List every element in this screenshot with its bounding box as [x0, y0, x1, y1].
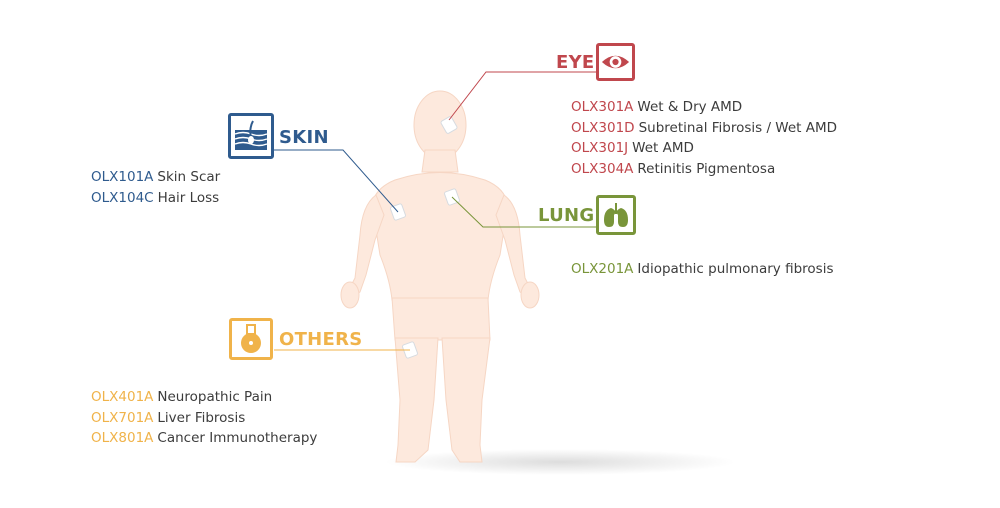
lungs-icon — [604, 203, 628, 227]
skin-label: SKIN — [279, 127, 329, 148]
others-label: OTHERS — [279, 329, 363, 350]
lung-icon-box — [596, 195, 636, 235]
skin-icon-box — [228, 113, 274, 159]
connector-eye — [448, 71, 596, 121]
human-silhouette — [340, 90, 540, 463]
skin-hair-icon — [234, 120, 268, 150]
connector-lines — [273, 71, 596, 351]
connector-lung — [451, 196, 596, 228]
connector-skin — [273, 149, 399, 213]
eye-label: EYE — [556, 52, 595, 73]
flask-icon — [241, 324, 261, 353]
eye-icon-box — [596, 43, 635, 81]
eye-icon — [601, 55, 630, 69]
others-icon-box — [229, 318, 273, 360]
lung-label: LUNG — [538, 205, 595, 226]
ground-shadow — [385, 449, 735, 475]
